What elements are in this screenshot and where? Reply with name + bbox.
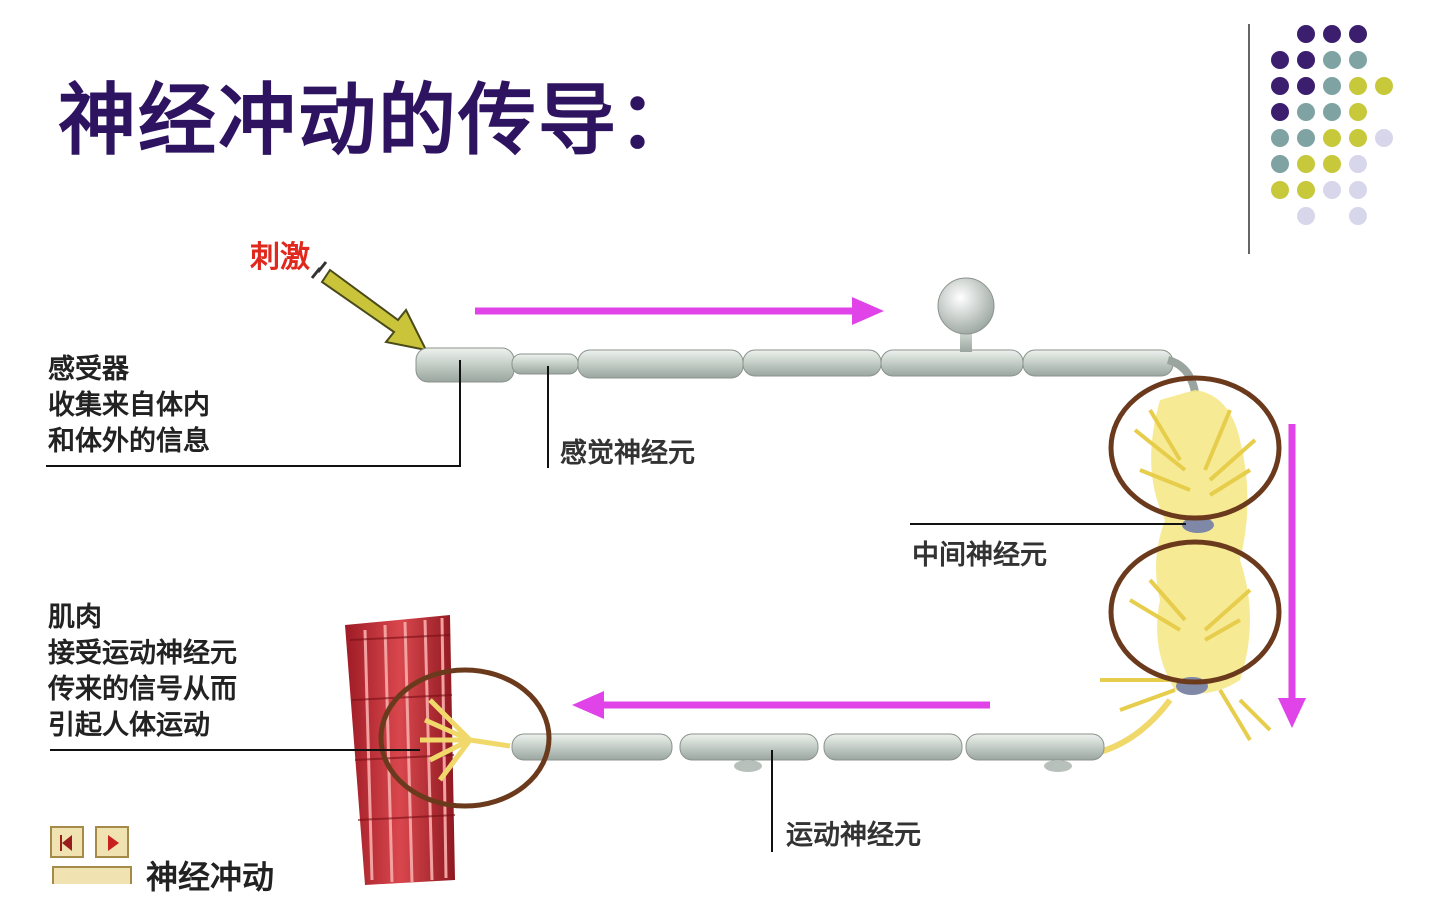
decorative-dot — [1349, 207, 1367, 225]
decorative-dot — [1349, 25, 1367, 43]
decorative-dot — [1323, 51, 1341, 69]
next-triangle-icon — [108, 835, 120, 851]
nav-caption[interactable]: 神经冲动 — [146, 858, 275, 896]
interneuron-label: 中间神经元 — [912, 540, 1047, 571]
decorative-dot — [1323, 103, 1341, 121]
receptor-label-line-3: 和体外的信息 — [48, 426, 210, 457]
prev-button[interactable] — [50, 826, 84, 858]
stimulus-arrow — [310, 261, 428, 352]
synapse-circle-upper — [1108, 375, 1282, 521]
decorative-dot — [1297, 103, 1315, 121]
slide-title: 神经冲动的传导： — [58, 76, 699, 166]
receptor-label-line-1: 感受器 — [48, 354, 129, 385]
decorative-dot — [1323, 129, 1341, 147]
muscle-label-line-1: 肌肉 — [48, 602, 102, 633]
synapse-circle-lower — [1108, 539, 1282, 685]
stimulus-label: 刺激 — [250, 240, 310, 275]
leader-lines — [46, 360, 1186, 852]
neuromuscular-junction-circle — [378, 667, 552, 809]
decorative-dot — [1297, 207, 1315, 225]
decorative-dot — [1375, 77, 1393, 95]
decorative-dot — [1271, 77, 1289, 95]
decorative-dot — [1375, 129, 1393, 147]
decorative-dot — [1271, 181, 1289, 199]
conduction-arrow-right — [475, 297, 884, 325]
decorative-dot — [1271, 51, 1289, 69]
decorative-dot — [1297, 51, 1315, 69]
muscle-label-line-3: 传来的信号从而 — [48, 674, 237, 705]
decorative-dot — [1271, 129, 1289, 147]
decorative-dot — [1297, 129, 1315, 147]
decorative-dot — [1297, 155, 1315, 173]
conduction-arrow-down — [1278, 424, 1306, 728]
muscle-label-line-2: 接受运动神经元 — [48, 638, 237, 669]
decorative-dot — [1349, 103, 1367, 121]
decorative-dot — [1349, 155, 1367, 173]
decorative-dot — [1349, 181, 1367, 199]
nav-controls — [50, 826, 135, 862]
decorative-dot — [1349, 51, 1367, 69]
decorative-dot-grid — [1271, 25, 1393, 225]
decorative-dot — [1271, 103, 1289, 121]
decorative-divider — [1248, 24, 1250, 254]
decorative-dot — [1323, 77, 1341, 95]
decorative-dot — [1297, 25, 1315, 43]
motor-neuron-fiber — [511, 733, 1105, 772]
decorative-dot — [1323, 155, 1341, 173]
sensory-neuron-label: 感觉神经元 — [560, 438, 695, 469]
prev-triangle-icon — [60, 835, 72, 851]
decorative-dot — [1323, 181, 1341, 199]
nav-frame — [52, 866, 132, 884]
decorative-dot — [1323, 25, 1341, 43]
decorative-dot — [1271, 155, 1289, 173]
motor-neuron-label: 运动神经元 — [786, 820, 921, 851]
decorative-dot — [1297, 77, 1315, 95]
receptor-label: 感受器 收集来自体内 和体外的信息 — [48, 352, 210, 460]
muscle-label: 肌肉 接受运动神经元 传来的信号从而 引起人体运动 — [48, 600, 237, 744]
sensory-neuron-fiber — [415, 277, 1199, 393]
decorative-dot — [1349, 77, 1367, 95]
decorative-dot — [1297, 181, 1315, 199]
muscle-label-line-4: 引起人体运动 — [48, 710, 210, 741]
next-button[interactable] — [95, 826, 130, 858]
conduction-arrow-left — [572, 691, 990, 719]
receptor-label-line-2: 收集来自体内 — [48, 390, 210, 421]
decorative-dot — [1349, 129, 1367, 147]
